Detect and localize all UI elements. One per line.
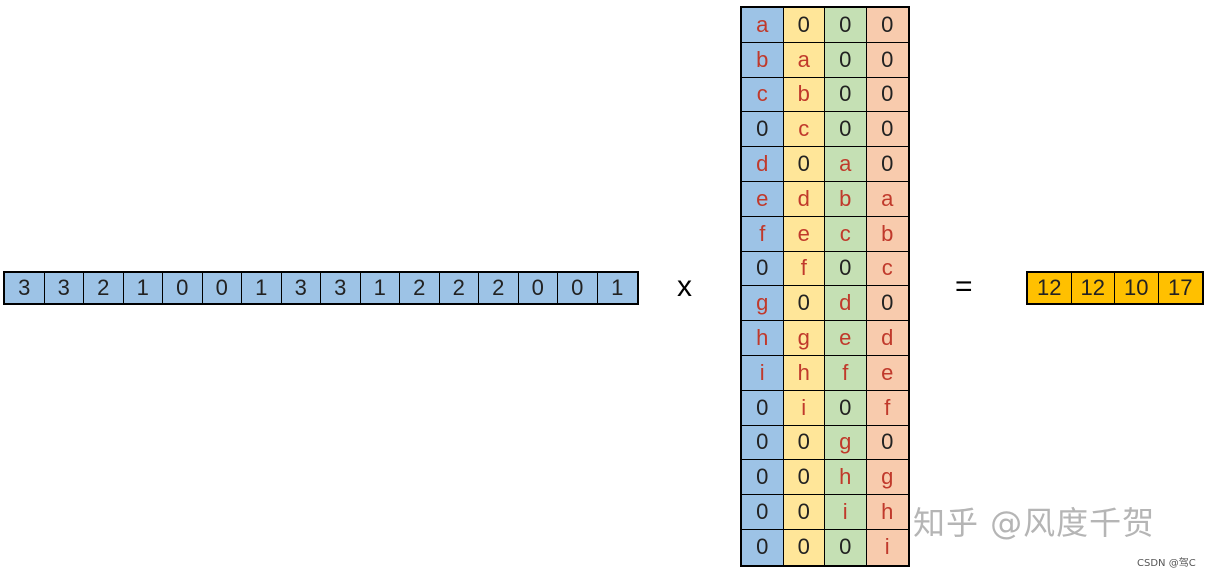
input-cell: 3	[44, 273, 84, 303]
input-cell: 3	[321, 273, 361, 303]
matrix-cell: 0	[825, 42, 867, 78]
input-cell: 2	[84, 273, 124, 303]
input-cell: 1	[123, 273, 163, 303]
matrix-cell: e	[866, 355, 908, 391]
input-cell: 1	[597, 273, 637, 303]
matrix-cell: 0	[866, 112, 908, 148]
matrix-cell: 0	[742, 251, 784, 287]
input-cell: 2	[479, 273, 519, 303]
matrix-cell: b	[825, 181, 867, 217]
output-cell: 12	[1071, 273, 1115, 303]
matrix-cell: 0	[866, 286, 908, 322]
matrix-cell: h	[783, 355, 825, 391]
watermark-small-text: CSDN @驾C	[1137, 558, 1196, 569]
watermark-text: 知乎 @风度千贺	[913, 504, 1156, 542]
equals-sign: =	[955, 270, 973, 303]
matrix-cell: 0	[866, 42, 908, 78]
matrix-cell: 0	[866, 77, 908, 113]
matrix-cell: b	[866, 216, 908, 252]
matrix-cell: 0	[742, 529, 784, 565]
matrix-cell: 0	[825, 77, 867, 113]
matrix-cell: 0	[783, 495, 825, 530]
matrix-cell: g	[866, 460, 908, 496]
matrix-cell: a	[742, 8, 784, 43]
matrix-cell: d	[742, 147, 784, 182]
output-cell: 12	[1028, 273, 1072, 303]
matrix-cell: d	[825, 286, 867, 322]
input-cell: 1	[360, 273, 400, 303]
matrix-cell: e	[825, 321, 867, 356]
matrix-cell: f	[783, 251, 825, 287]
matrix-cell: 0	[783, 460, 825, 496]
matrix-cell: d	[866, 321, 908, 356]
matrix-cell: c	[783, 112, 825, 148]
multiply-sign: x	[677, 270, 692, 303]
input-cell: 0	[558, 273, 598, 303]
matrix-cell: 0	[742, 390, 784, 426]
matrix-cell: 0	[825, 112, 867, 148]
matrix-cell: e	[783, 216, 825, 252]
matrix-cell: 0	[783, 286, 825, 322]
matrix-cell: 0	[825, 8, 867, 43]
matrix-cell: c	[866, 251, 908, 287]
matrix-cell: 0	[783, 529, 825, 565]
matrix-cell: 0	[825, 251, 867, 287]
matrix-cell: i	[866, 529, 908, 565]
input-cell: 2	[400, 273, 440, 303]
input-cell: 0	[202, 273, 242, 303]
input-cell: 2	[439, 273, 479, 303]
matrix-cell: 0	[783, 8, 825, 43]
matrix-cell: g	[783, 321, 825, 356]
matrix-cell: i	[783, 390, 825, 426]
matrix-cell: 0	[742, 495, 784, 530]
input-cell: 1	[242, 273, 282, 303]
matrix-cell: b	[742, 42, 784, 78]
input-cell: 0	[163, 273, 203, 303]
matrix-cell: b	[783, 77, 825, 113]
matrix-cell: 0	[783, 147, 825, 182]
matrix-cell: 0	[825, 390, 867, 426]
output-cell: 17	[1158, 273, 1202, 303]
matrix-cell: a	[866, 181, 908, 217]
matrix-cell: 0	[783, 425, 825, 461]
output-cell: 10	[1115, 273, 1159, 303]
matrix-cell: 0	[866, 425, 908, 461]
matrix-cell: 0	[742, 460, 784, 496]
matrix-cell: g	[825, 425, 867, 461]
matrix-cell: c	[742, 77, 784, 113]
matrix-cell: i	[825, 495, 867, 530]
matrix-cell: 0	[742, 425, 784, 461]
matrix-cell: a	[783, 42, 825, 78]
input-cell: 3	[281, 273, 321, 303]
matrix-cell: a	[825, 147, 867, 182]
matrix-cell: 0	[742, 112, 784, 148]
matrix-cell: f	[742, 216, 784, 252]
matrix-cell: 0	[866, 8, 908, 43]
matrix-cell: h	[742, 321, 784, 356]
matrix-cell: h	[825, 460, 867, 496]
matrix-cell: f	[866, 390, 908, 426]
matrix-cell: h	[866, 495, 908, 530]
matrix-cell: c	[825, 216, 867, 252]
matrix-cell: i	[742, 355, 784, 391]
input-cell: 0	[518, 273, 558, 303]
matrix-cell: e	[742, 181, 784, 217]
input-cell: 3	[5, 273, 45, 303]
matrix-cell: f	[825, 355, 867, 391]
matrix-cell: g	[742, 286, 784, 322]
matrix-cell: d	[783, 181, 825, 217]
matrix-cell: 0	[825, 529, 867, 565]
matrix-cell: 0	[866, 147, 908, 182]
